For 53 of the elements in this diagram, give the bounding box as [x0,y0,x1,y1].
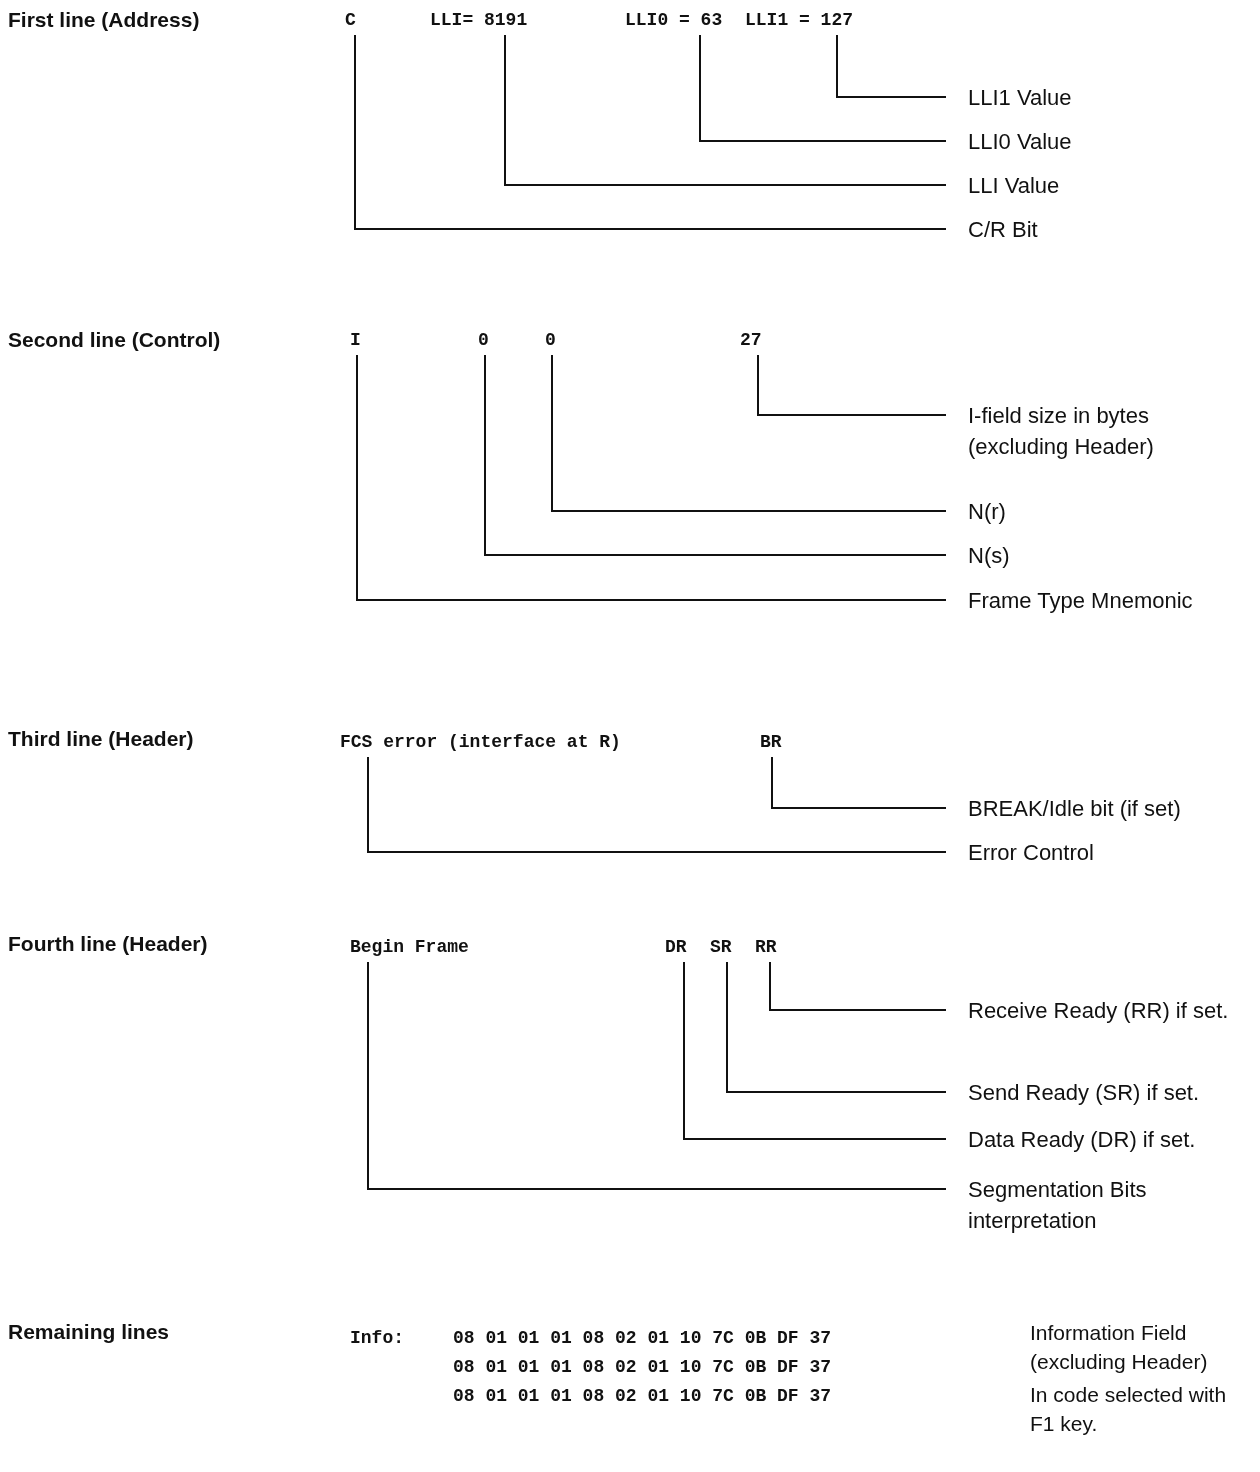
leader-line [769,961,947,1011]
field-description: N(r) [968,495,1253,527]
section-heading: Fourth line (Header) [8,931,208,957]
field-value: Begin Frame [350,935,469,959]
leader-line [836,34,947,98]
field-value: DR [665,935,687,959]
leader-line [367,961,947,1190]
field-description: Segmentation Bits interpretation [968,1173,1253,1236]
field-description: LLI0 Value [968,125,1253,157]
field-description: Error Control [968,836,1253,868]
field-value: BR [760,730,782,754]
field-description: Frame Type Mnemonic [968,584,1253,616]
leader-line [757,354,947,416]
field-description: N(s) [968,539,1253,571]
hex-dump-row-text: 08 01 01 01 08 02 01 10 7C 0B DF 37 [453,1385,832,1408]
leader-line [354,34,947,230]
section-heading: Remaining lines [8,1319,170,1345]
leader-line [504,34,947,186]
field-value: RR [755,935,777,959]
section-heading: Third line (Header) [8,726,194,752]
leader-line [771,756,947,809]
field-value: SR [710,935,732,959]
section-heading: Second line (Control) [8,327,221,353]
field-value: C [345,8,356,32]
hex-dump-row-text: 08 01 01 01 08 02 01 10 7C 0B DF 37 [453,1356,832,1379]
leader-line [726,961,947,1093]
field-description: C/R Bit [968,213,1253,245]
field-value: LLI0 = 63 [625,8,723,32]
leader-line [367,756,947,853]
field-value: 0 [545,328,556,352]
section-heading: First line (Address) [8,7,200,33]
field-value: FCS error (interface at R) [340,730,621,754]
field-description: LLI Value [968,169,1253,201]
leader-line [356,354,947,601]
field-value: LLI1 = 127 [745,8,854,32]
field-description: LLI1 Value [968,81,1253,113]
note: In code selected with F1 key. [1030,1382,1228,1437]
field-label: Info: [350,1327,404,1350]
field-value: I [350,328,361,352]
field-description: Data Ready (DR) if set. [968,1123,1253,1155]
field-description: Receive Ready (RR) if set. [968,994,1253,1026]
field-value: LLI= 8191 [430,8,528,32]
field-description: I-field size in bytes (excluding Header) [968,399,1253,462]
field-value: 0 [478,328,489,352]
field-description: Send Ready (SR) if set. [968,1076,1253,1108]
leader-line [683,961,947,1140]
field-value: 27 [740,328,762,352]
hex-dump-row-text: 08 01 01 01 08 02 01 10 7C 0B DF 37 [453,1327,832,1350]
note: Information Field (excluding Header) [1030,1320,1209,1375]
leader-line [699,34,947,142]
leader-line [551,354,947,512]
field-description: BREAK/Idle bit (if set) [968,792,1253,824]
leader-line [484,354,947,556]
